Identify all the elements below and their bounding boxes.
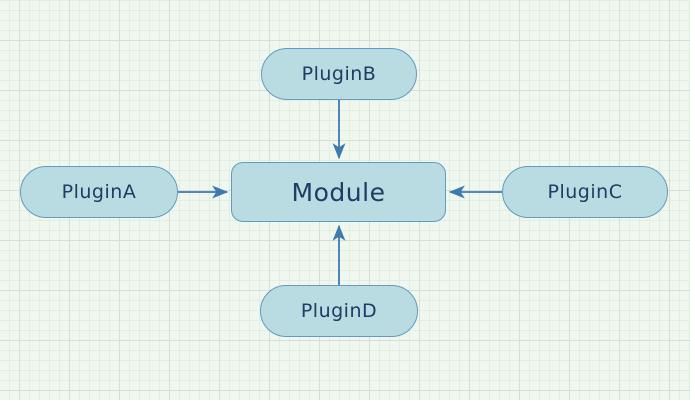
node-module-label: Module bbox=[291, 177, 386, 207]
node-plugin-a[interactable]: PluginA bbox=[20, 166, 178, 218]
node-plugin-c-label: PluginC bbox=[547, 181, 623, 203]
node-plugin-d[interactable]: PluginD bbox=[260, 285, 418, 337]
node-plugin-b-label: PluginB bbox=[301, 63, 377, 85]
node-plugin-d-label: PluginD bbox=[300, 300, 378, 322]
node-plugin-c[interactable]: PluginC bbox=[502, 166, 668, 218]
node-plugin-a-label: PluginA bbox=[61, 181, 137, 203]
node-module[interactable]: Module bbox=[231, 162, 446, 222]
node-plugin-b[interactable]: PluginB bbox=[261, 48, 417, 100]
